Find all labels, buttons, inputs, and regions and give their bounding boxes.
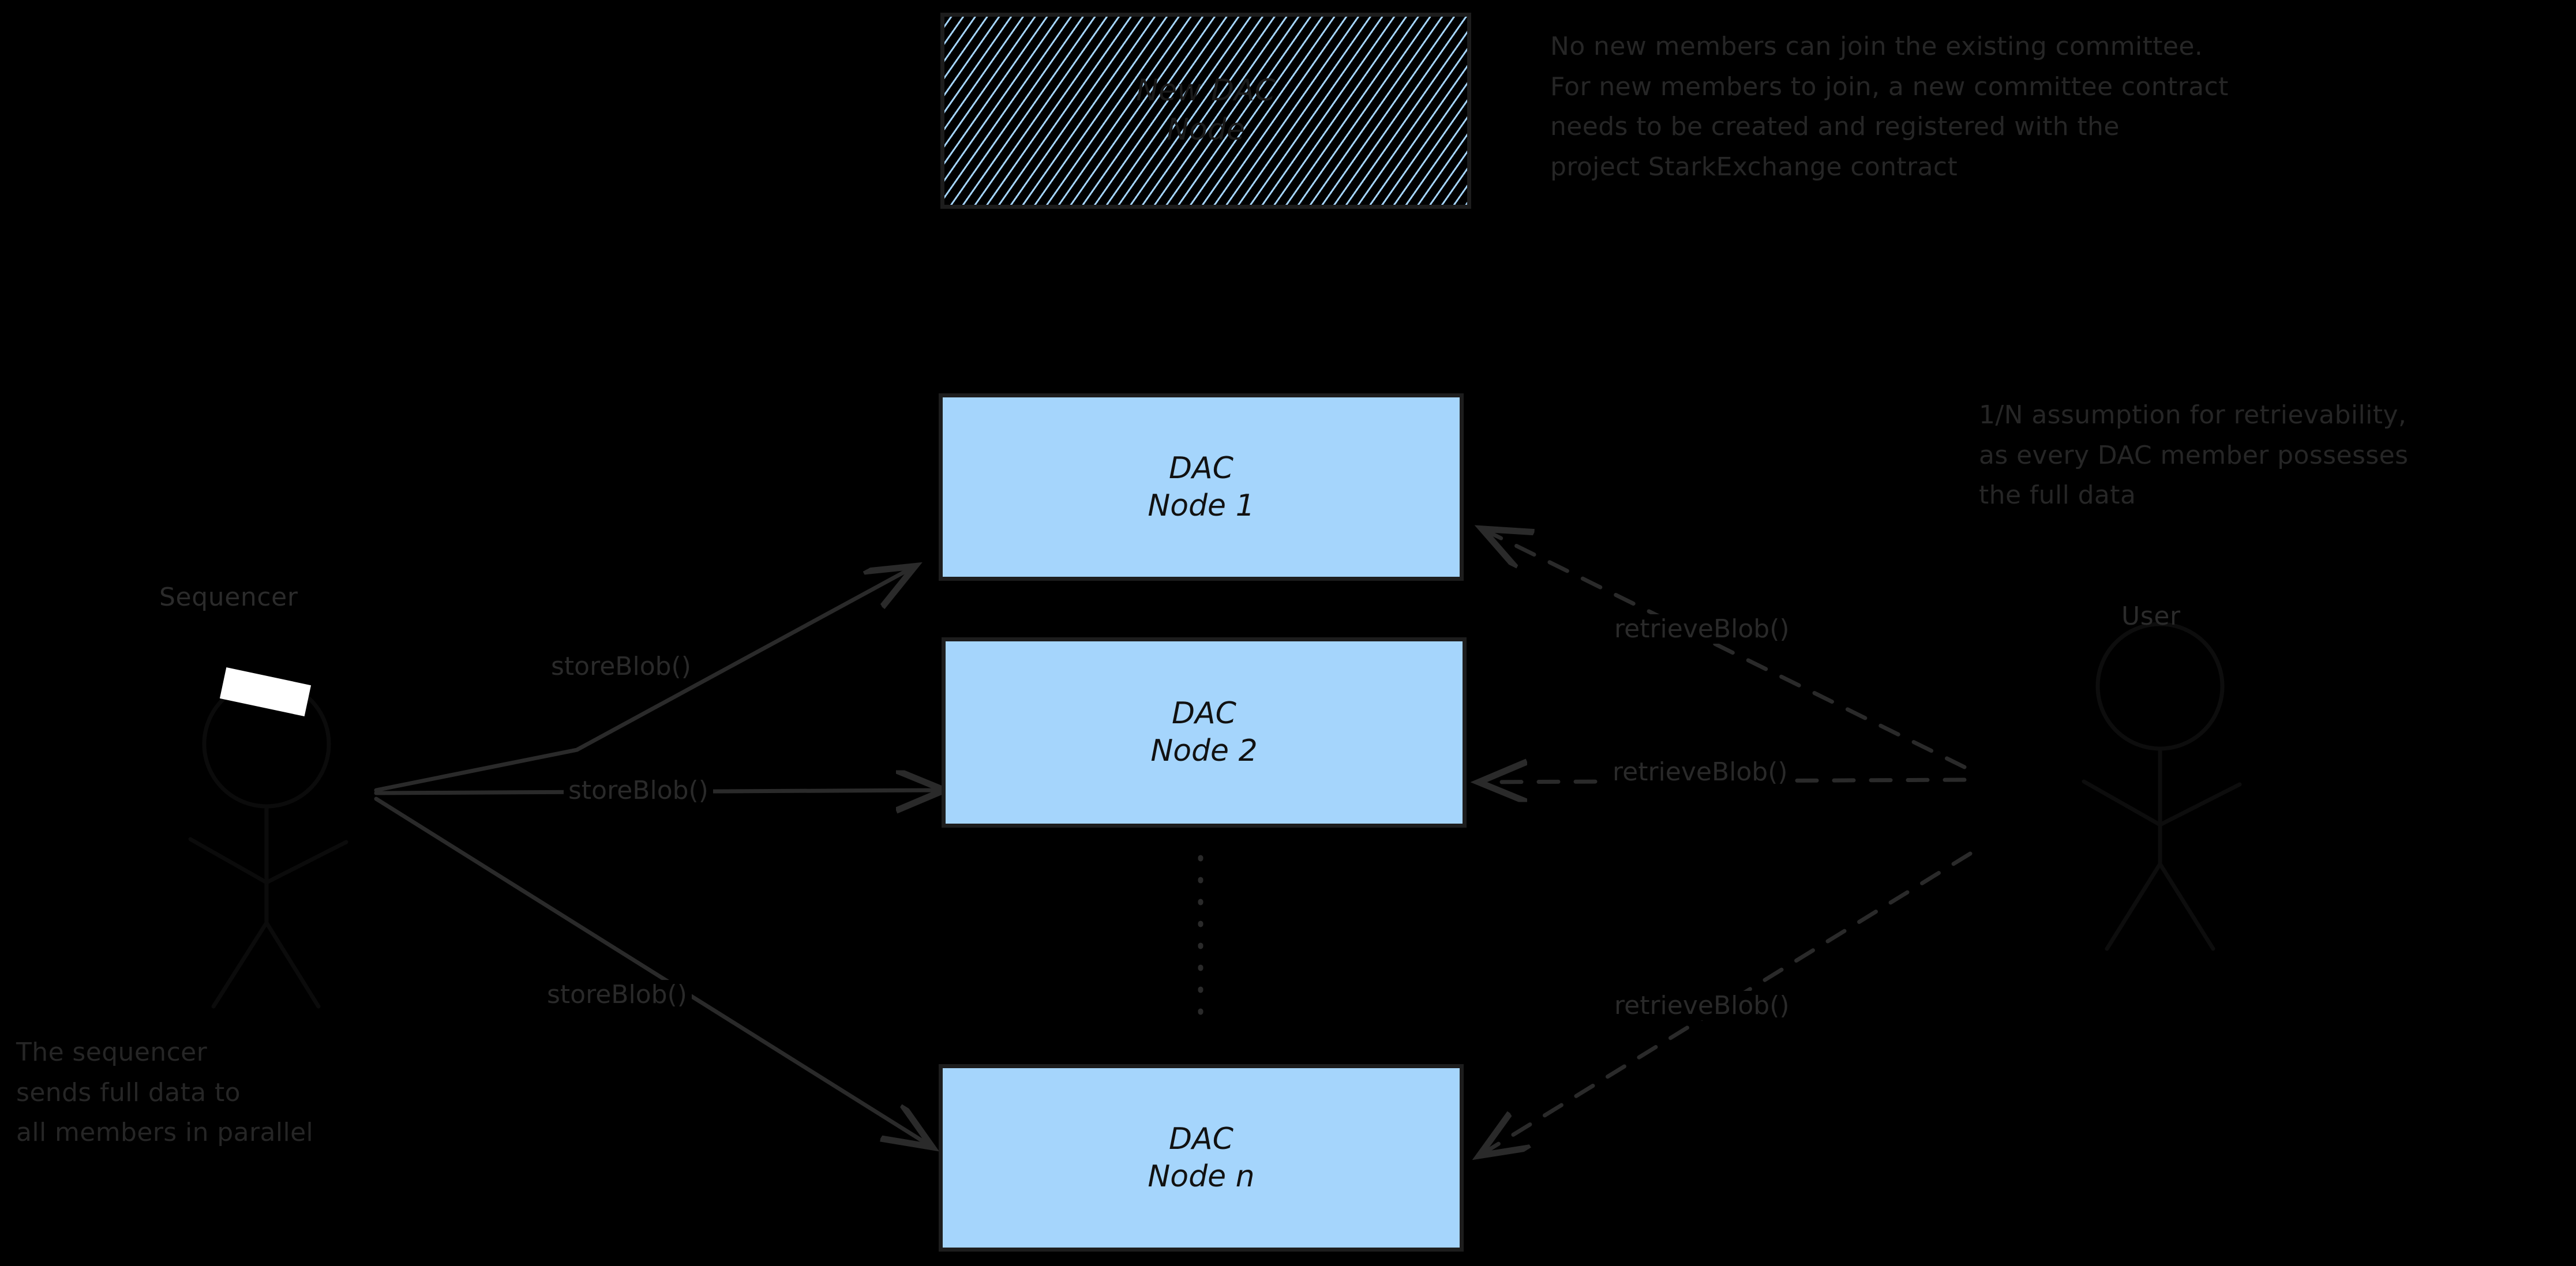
- edge-retrieve-1: [1486, 531, 1967, 769]
- dac-node-1-line2: Node 1: [1148, 488, 1255, 523]
- dac-node-n-line2: Node n: [1148, 1159, 1255, 1194]
- new-dac-node-box[interactable]: New DAC Node: [940, 13, 1471, 209]
- edge-label-store-1: storeBlob(): [546, 652, 696, 681]
- dac-node-1-line1: DAC: [1169, 450, 1233, 486]
- annotation-committee: No new members can join the existing com…: [1550, 32, 2229, 182]
- user-figure-icon: [2082, 622, 2242, 951]
- annotation-sequencer-note: The sequencer sends full data to all mem…: [16, 1038, 314, 1148]
- edge-store-n: [374, 797, 929, 1145]
- edge-label-retrieve-2: retrieveBlob(): [1608, 757, 1793, 787]
- new-dac-node-line1: New DAC: [1136, 73, 1276, 108]
- edge-label-retrieve-n: retrieveBlob(): [1610, 991, 1794, 1020]
- edge-label-store-2: storeBlob(): [564, 776, 713, 805]
- edge-label-retrieve-1: retrieveBlob(): [1610, 614, 1794, 644]
- dac-node-n-line1: DAC: [1169, 1121, 1233, 1156]
- user-label: User: [2121, 602, 2181, 631]
- edge-label-store-n: storeBlob(): [542, 980, 692, 1009]
- new-dac-node-line2: Node: [1167, 112, 1245, 147]
- dac-node-n-box[interactable]: DAC Node n: [939, 1064, 1464, 1252]
- sequencer-figure-icon: [188, 679, 348, 1009]
- dac-node-1-box[interactable]: DAC Node 1: [939, 393, 1464, 581]
- dac-node-2-line2: Node 2: [1150, 734, 1258, 768]
- edge-store-1: [374, 568, 912, 792]
- annotation-retrievability: 1/N assumption for retrievability, as ev…: [1979, 400, 2409, 510]
- dac-node-2-box[interactable]: DAC Node 2: [942, 637, 1467, 828]
- sequencer-label: Sequencer: [159, 583, 298, 612]
- edge-retrieve-n: [1483, 851, 1973, 1154]
- dac-node-2-line1: DAC: [1172, 696, 1236, 731]
